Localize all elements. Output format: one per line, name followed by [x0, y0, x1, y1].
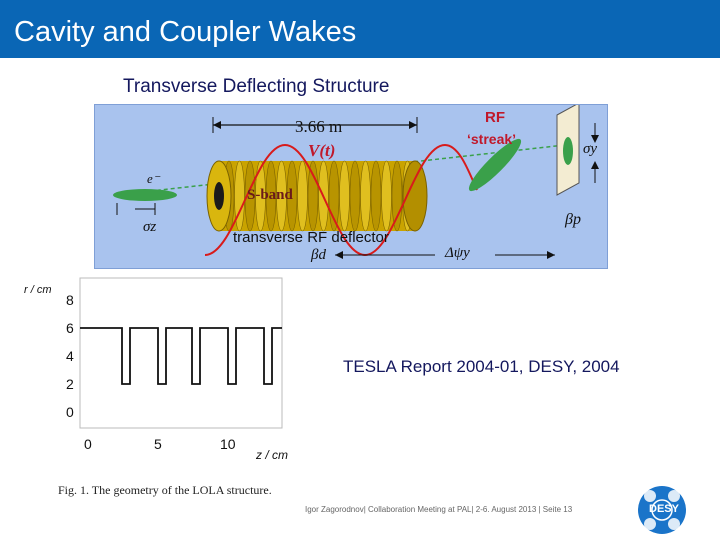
cavity-cell [286, 160, 298, 232]
cavity-cell [276, 160, 287, 232]
length-label: 3.66 m [295, 117, 343, 136]
streak-label: ‘streak’ [467, 131, 517, 147]
sband-label: S-band [247, 187, 293, 203]
length-arrow-head-right [409, 121, 417, 129]
length-arrow-head-left [213, 121, 221, 129]
cavity-cell [255, 160, 266, 232]
cavity-cell [339, 160, 350, 232]
y-tick-4: 4 [66, 348, 74, 364]
footer-text: Igor Zagorodnov| Collaboration Meeting a… [305, 505, 573, 514]
desy-logo [638, 486, 686, 534]
electron-bunch [113, 189, 177, 201]
cavity-cell [307, 160, 319, 232]
cavity-cell [360, 160, 371, 232]
lola-plot-area [79, 277, 283, 429]
deflector-label: transverse RF deflector [233, 229, 389, 246]
x-tick-10: 10 [220, 436, 236, 452]
lola-plot: r / cm 8 6 4 2 0 0 5 10 z / cm [20, 276, 320, 476]
y-axis-label: r / cm [24, 284, 52, 296]
tds-figure: 3.66 m RF ‘streak’ V(t) e⁻ σz S-band tra… [94, 104, 608, 269]
cavity-cell [349, 160, 361, 232]
beta-p-label: βp [565, 211, 581, 228]
rf-wave [204, 143, 478, 257]
sband-cavity [206, 160, 428, 232]
screen-spot [563, 137, 573, 165]
beta-d-label: βd [311, 247, 326, 263]
y-tick-2: 2 [66, 376, 74, 392]
cavity-cell [370, 160, 382, 232]
sigma-y-label: σy [583, 141, 598, 157]
slide-title: Cavity and Coupler Wakes [14, 16, 357, 48]
section-subtitle: Transverse Deflecting Structure [123, 76, 390, 97]
reference-text: TESLA Report 2004-01, DESY, 2004 [343, 357, 620, 376]
sigma-z-label: σz [143, 219, 157, 235]
cavity-cell [381, 160, 392, 232]
cavity-cell [265, 160, 277, 232]
cavity-cell [244, 160, 256, 232]
rf-label: RF [485, 109, 505, 126]
x-tick-5: 5 [154, 436, 162, 452]
tds-drawing [113, 105, 599, 259]
cavity-cell [297, 160, 308, 232]
voltage-label: V(t) [308, 141, 336, 160]
title-bar: Cavity and Coupler Wakes [0, 0, 720, 58]
lola-profile-line [80, 327, 282, 385]
cavity-cell [391, 160, 403, 232]
y-tick-0: 0 [66, 404, 74, 420]
desy-logo-text: DESY [649, 503, 679, 515]
x-tick-0: 0 [84, 436, 92, 452]
delta-psi-label: Δψy [445, 245, 470, 261]
y-tick-6: 6 [66, 320, 74, 336]
y-tick-8: 8 [66, 292, 74, 308]
electron-label: e⁻ [147, 171, 160, 186]
figure-caption: Fig. 1. The geometry of the LOLA structu… [58, 483, 272, 497]
x-axis-label: z / cm [256, 448, 288, 462]
cavity-cell [234, 160, 245, 232]
streaked-bunch [468, 138, 522, 192]
plot-frame [79, 277, 283, 429]
